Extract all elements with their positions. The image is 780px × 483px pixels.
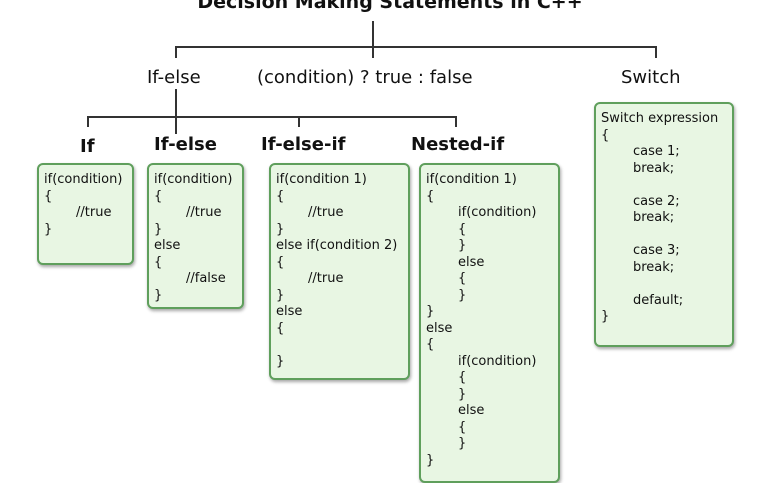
code-line	[596, 227, 732, 244]
code-line: if(condition)	[154, 172, 233, 187]
code-line: else	[276, 304, 303, 319]
code-line: //false	[186, 271, 226, 286]
code-line: {	[154, 188, 163, 204]
code-line: else	[154, 238, 181, 253]
code-line: {	[458, 419, 467, 435]
code-line: {	[276, 254, 285, 270]
code-line: else if(condition 2)	[276, 238, 398, 253]
code-line: {	[458, 271, 467, 286]
code-line: //true	[308, 205, 344, 220]
code-line: }	[426, 304, 435, 319]
code-line: case 3;	[633, 243, 680, 258]
code-line: default;	[633, 292, 684, 308]
code-box-switch: Switch expression{case 1;break;case 2;br…	[594, 102, 734, 347]
code-line: }	[601, 309, 610, 324]
code-line: if(condition 1)	[276, 172, 367, 187]
type-if: If	[80, 136, 95, 157]
code-line: Switch expression	[601, 111, 719, 126]
code-line: if(condition)	[44, 172, 123, 187]
type-if-else-if: If-else-if	[261, 134, 346, 155]
type-nested-if: Nested-if	[411, 134, 505, 155]
code-line: if(condition 1)	[426, 172, 517, 187]
code-line: //true	[186, 205, 222, 220]
code-line: }	[458, 238, 467, 253]
code-line: case 1;	[633, 144, 680, 159]
connector-drop-ternary	[372, 46, 374, 58]
code-line: }	[426, 452, 435, 468]
code-line: {	[458, 221, 467, 237]
connector-if-else-vertical	[175, 89, 177, 134]
code-line: }	[154, 221, 163, 237]
code-box-if: if(condition){ //true}	[37, 163, 134, 265]
code-line: break;	[633, 259, 675, 275]
code-line: break;	[633, 210, 675, 225]
code-line: {	[458, 370, 467, 385]
connector-root-vertical	[372, 21, 374, 47]
connector-drop-if-else-if	[298, 116, 300, 127]
code-line: }	[276, 353, 285, 369]
code-line	[271, 337, 408, 354]
code-line: else	[458, 254, 485, 270]
code-line: }	[276, 221, 285, 237]
connector-drop-if	[87, 116, 89, 127]
code-line: //true	[76, 205, 112, 220]
connector-second-horizontal	[87, 116, 457, 118]
code-box-if-else: if(condition){//true}else{//false}	[147, 163, 244, 309]
code-line: if(condition)	[458, 205, 537, 220]
code-line: }	[154, 287, 163, 303]
code-line	[596, 177, 732, 194]
code-line: case 2;	[633, 193, 680, 209]
code-line: {	[44, 188, 53, 204]
code-line: }	[276, 287, 285, 303]
code-line: {	[276, 320, 285, 336]
code-line: {	[601, 127, 610, 143]
code-line: else	[458, 403, 485, 418]
diagram-title: Decision Making Statements in C++	[197, 0, 583, 13]
code-box-if-else-if: if(condition 1){//true}else if(condition…	[269, 163, 410, 380]
category-switch: Switch	[621, 67, 681, 88]
category-if-else: If-else	[147, 67, 201, 88]
code-line: else	[426, 320, 453, 336]
code-line: }	[44, 221, 53, 237]
code-line: break;	[633, 160, 675, 176]
code-line: {	[276, 188, 285, 204]
code-box-nested-if: if(condition 1){if(condition){}else{}}el…	[419, 163, 560, 483]
connector-drop-if-else	[175, 46, 177, 58]
code-line: }	[458, 436, 467, 451]
code-line	[596, 276, 732, 293]
code-line: if(condition)	[458, 353, 537, 369]
code-line: }	[458, 287, 467, 303]
code-line: {	[426, 337, 435, 352]
connector-drop-switch	[655, 46, 657, 58]
code-line: }	[458, 386, 467, 402]
connector-drop-nested-if	[455, 116, 457, 127]
type-if-else: If-else	[154, 134, 217, 155]
code-line: {	[154, 254, 163, 270]
category-ternary: (condition) ? true : false	[257, 67, 473, 88]
code-line: //true	[308, 271, 344, 286]
connector-top-horizontal	[175, 46, 657, 48]
code-line: {	[426, 188, 435, 204]
